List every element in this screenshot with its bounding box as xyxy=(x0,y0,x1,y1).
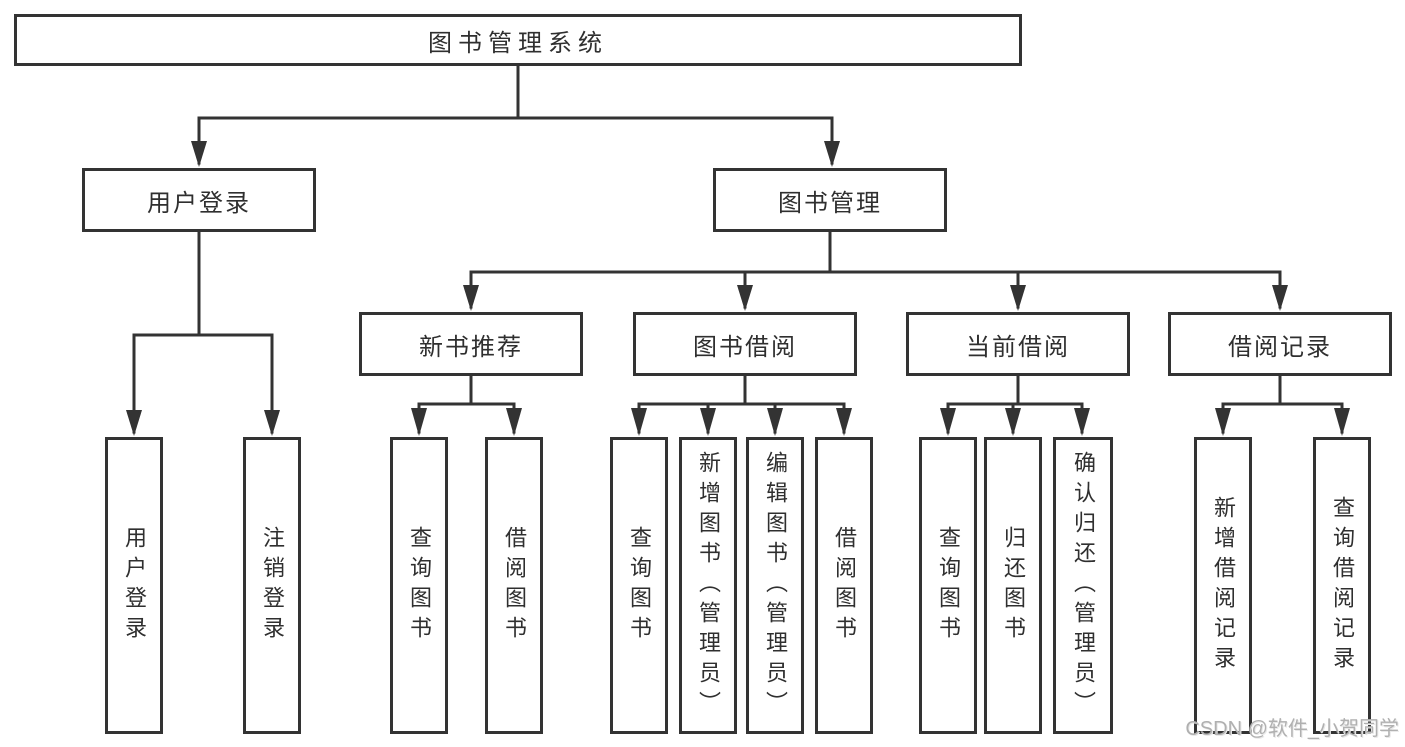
leaf-user-login: 用户登录 xyxy=(105,437,163,734)
leaf-borrow-books-borrow: 借阅图书 xyxy=(815,437,873,734)
leaf-logout: 注销登录 xyxy=(243,437,301,734)
node-new-book-recommend-label: 新书推荐 xyxy=(419,333,523,361)
node-book-borrow: 图书借阅 xyxy=(633,312,857,376)
edges-new-book-recommend-to-leaves xyxy=(411,374,522,436)
leaf-edit-book-admin: 编辑图书（管理员） xyxy=(746,437,804,734)
node-current-borrow: 当前借阅 xyxy=(906,312,1130,376)
edges-book-borrow-to-leaves xyxy=(631,374,852,436)
node-borrow-records: 借阅记录 xyxy=(1168,312,1392,376)
edges-current-borrow-to-leaves xyxy=(940,374,1090,436)
node-user-login: 用户登录 xyxy=(82,168,316,232)
edges-root-to-level2 xyxy=(191,64,840,167)
leaf-return-book: 归还图书 xyxy=(984,437,1042,734)
watermark: CSDN @软件_小贺同学 xyxy=(1185,718,1399,740)
leaf-confirm-return-admin: 确认归还（管理员） xyxy=(1053,437,1113,734)
leaf-add-borrow-record: 新增借阅记录 xyxy=(1194,437,1252,734)
node-new-book-recommend: 新书推荐 xyxy=(359,312,583,376)
node-borrow-records-label: 借阅记录 xyxy=(1228,333,1332,361)
leaf-query-borrow-record: 查询借阅记录 xyxy=(1313,437,1371,734)
leaf-query-books-borrow: 查询图书 xyxy=(610,437,668,734)
node-book-management-label: 图书管理 xyxy=(778,189,882,217)
leaf-add-book-admin: 新增图书（管理员） xyxy=(679,437,737,734)
node-book-management: 图书管理 xyxy=(713,168,947,232)
edges-borrow-records-to-leaves xyxy=(1215,374,1350,436)
node-current-borrow-label: 当前借阅 xyxy=(966,333,1070,361)
node-book-borrow-label: 图书借阅 xyxy=(693,333,797,361)
edges-user-login-to-leaves xyxy=(126,230,280,436)
node-root: 图书管理系统 xyxy=(14,14,1022,66)
node-user-login-label: 用户登录 xyxy=(147,189,251,217)
edges-book-management-to-level3 xyxy=(463,230,1288,311)
leaf-query-books-current: 查询图书 xyxy=(919,437,977,734)
node-root-label: 图书管理系统 xyxy=(428,29,608,57)
leaf-borrow-books-recommend: 借阅图书 xyxy=(485,437,543,734)
leaf-query-books-recommend: 查询图书 xyxy=(390,437,448,734)
